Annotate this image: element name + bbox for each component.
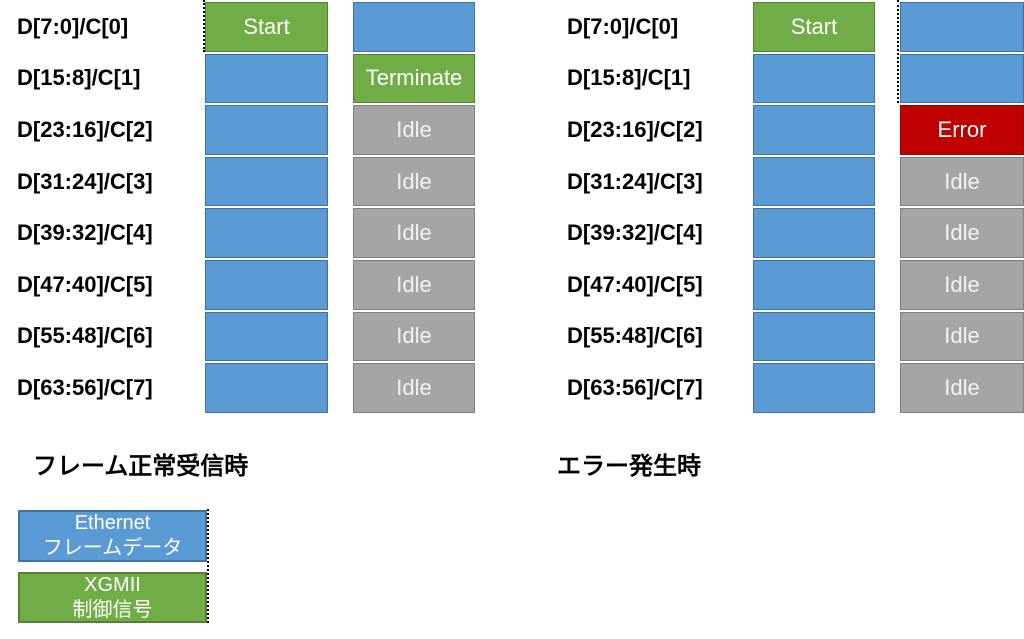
lane-label: D[31:24]/C[3] bbox=[17, 168, 153, 194]
cell-data bbox=[753, 53, 875, 104]
lane-label: D[55:48]/C[6] bbox=[567, 323, 703, 349]
lane-label: D[15:8]/C[1] bbox=[567, 65, 691, 91]
caption-error-occurrence: エラー発生時 bbox=[557, 453, 701, 480]
cell-data bbox=[205, 53, 328, 104]
legend-xgmii-control-signal: XGMII 制御信号 bbox=[18, 572, 207, 623]
cell-data bbox=[900, 53, 1024, 104]
lane-label: D[7:0]/C[0] bbox=[567, 13, 679, 39]
dotted-boundary-line-left bbox=[203, 0, 205, 52]
cell-data bbox=[900, 2, 1024, 52]
lane-label: D[7:0]/C[0] bbox=[17, 13, 129, 39]
cell-idle: Idle bbox=[900, 260, 1024, 310]
dotted-boundary-line-legend bbox=[207, 509, 209, 623]
cell-data bbox=[205, 208, 328, 258]
cell-data bbox=[205, 260, 328, 310]
cell-idle: Idle bbox=[353, 208, 475, 258]
cell-data bbox=[753, 156, 875, 207]
dotted-boundary-line-right bbox=[897, 0, 899, 103]
lane-label: D[23:16]/C[2] bbox=[17, 116, 153, 142]
lane-label: D[47:40]/C[5] bbox=[567, 271, 703, 297]
cell-data bbox=[753, 311, 875, 362]
cell-idle: Idle bbox=[353, 363, 475, 413]
legend-line: XGMII bbox=[84, 573, 141, 596]
lane-label: D[39:32]/C[4] bbox=[17, 220, 153, 246]
cell-data bbox=[353, 2, 475, 52]
cell-idle: Idle bbox=[353, 311, 475, 362]
cell-start: Start bbox=[205, 2, 328, 52]
legend-line: Ethernet bbox=[74, 512, 151, 534]
cell-data bbox=[205, 156, 328, 207]
cell-idle: Idle bbox=[353, 105, 475, 155]
cell-data bbox=[753, 208, 875, 258]
cell-data bbox=[205, 311, 328, 362]
cell-data bbox=[753, 260, 875, 310]
lane-label: D[31:24]/C[3] bbox=[567, 168, 703, 194]
cell-idle: Idle bbox=[900, 363, 1024, 413]
cell-idle: Idle bbox=[900, 156, 1024, 207]
legend-line: フレームデータ bbox=[42, 537, 183, 559]
cell-idle: Idle bbox=[353, 260, 475, 310]
cell-terminate: Terminate bbox=[353, 53, 475, 104]
lane-label: D[63:56]/C[7] bbox=[567, 374, 703, 400]
cell-idle: Idle bbox=[353, 156, 475, 207]
cell-data bbox=[753, 363, 875, 413]
lane-label: D[15:8]/C[1] bbox=[17, 65, 141, 91]
cell-data bbox=[753, 105, 875, 155]
lane-label: D[39:32]/C[4] bbox=[567, 220, 703, 246]
lane-label: D[23:16]/C[2] bbox=[567, 116, 703, 142]
cell-error: Error bbox=[900, 105, 1024, 155]
cell-idle: Idle bbox=[900, 311, 1024, 362]
legend-ethernet-frame-data: Ethernet フレームデータ bbox=[18, 510, 207, 562]
lane-label: D[63:56]/C[7] bbox=[17, 374, 153, 400]
cell-idle: Idle bbox=[900, 208, 1024, 258]
cell-data bbox=[205, 363, 328, 413]
legend-line: 制御信号 bbox=[72, 598, 153, 621]
caption-normal-reception: フレーム正常受信時 bbox=[33, 453, 249, 480]
cell-start: Start bbox=[753, 2, 875, 52]
lane-label: D[47:40]/C[5] bbox=[17, 271, 153, 297]
cell-data bbox=[205, 105, 328, 155]
lane-label: D[55:48]/C[6] bbox=[17, 323, 153, 349]
